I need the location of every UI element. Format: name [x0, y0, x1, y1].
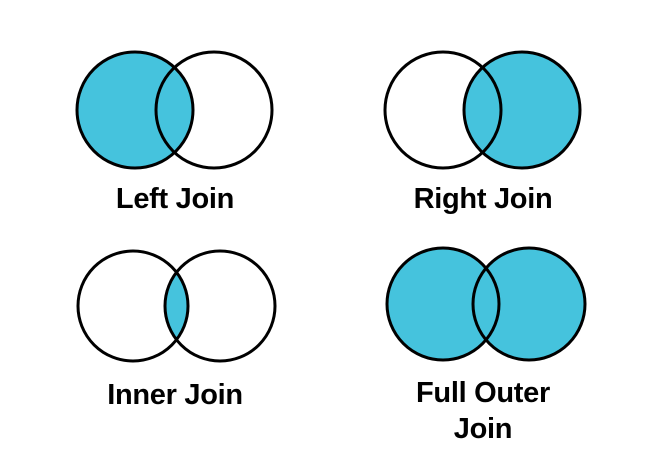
panel-left-join: Left Join: [43, 40, 307, 230]
left-circle-outline: [385, 246, 501, 362]
panel-inner-join: Inner Join: [43, 238, 307, 428]
venn-left-join: [75, 50, 274, 170]
right-circle-outline: [154, 50, 274, 170]
panel-label-full-outer-join: Full Outer Join: [416, 377, 550, 445]
right-circle-outline: [163, 249, 277, 363]
left-circle-outline: [75, 50, 195, 170]
panel-label-right-join: Right Join: [413, 183, 553, 215]
left-circle-fill: [387, 248, 499, 360]
left-circle-outline: [383, 50, 503, 170]
venn-full-outer-join: [385, 246, 587, 362]
left-circle-fill: [78, 251, 188, 361]
right-circle-fill: [165, 251, 275, 361]
panel-label-left-join: Left Join: [115, 183, 235, 215]
venn-right-join: [383, 50, 582, 170]
venn-inner-join: [76, 249, 277, 363]
panel-label-inner-join: Inner Join: [107, 379, 243, 411]
right-circle-outline: [471, 246, 587, 362]
panel-full-outer-join: Full Outer Join: [351, 236, 615, 462]
right-circle-fill: [473, 248, 585, 360]
left-circle-outline: [76, 249, 190, 363]
right-circle-outline: [462, 50, 582, 170]
panel-right-join: Right Join: [351, 40, 615, 230]
